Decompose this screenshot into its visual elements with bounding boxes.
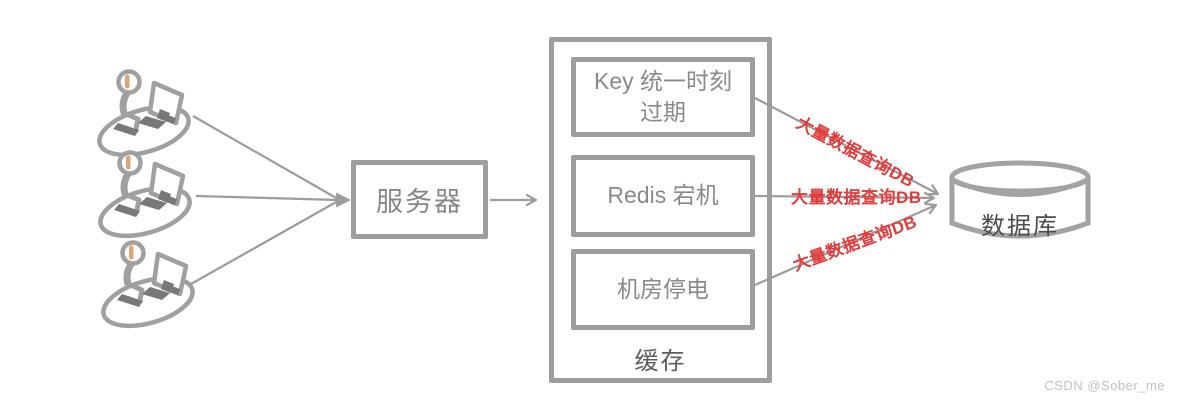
cache-failure-key-expire-label: Key 统一时刻过期 bbox=[593, 67, 733, 125]
edge-label-mass-query-bottom: 大量数据查询DB bbox=[790, 212, 920, 275]
cache-caption: 缓存 bbox=[634, 348, 687, 375]
cache-failure-redis-down: Redis 宕机 bbox=[571, 155, 755, 237]
edge-label-mass-query-top: 大量数据查询DB bbox=[793, 113, 918, 192]
person-at-computer-icon bbox=[95, 153, 195, 245]
person-at-computer-icon bbox=[94, 72, 194, 164]
cache-failure-redis-down-label: Redis 宕机 bbox=[607, 182, 719, 209]
server-label: 服务器 bbox=[376, 187, 463, 217]
cache-failure-key-expire: Key 统一时刻过期 bbox=[571, 57, 755, 137]
database-label: 数据库 bbox=[981, 213, 1059, 240]
cache-failure-power-outage: 机房停电 bbox=[571, 249, 755, 330]
person-at-computer-icon bbox=[98, 243, 198, 335]
watermark: CSDN @Sober_me bbox=[1044, 378, 1165, 393]
edge-label-mass-query-middle: 大量数据查询DB bbox=[791, 188, 922, 207]
server-node: 服务器 bbox=[351, 160, 488, 239]
cache-failure-power-outage-label: 机房停电 bbox=[617, 275, 709, 302]
client-to-server-lines bbox=[190, 115, 339, 285]
arrowhead-into-server bbox=[336, 192, 351, 208]
